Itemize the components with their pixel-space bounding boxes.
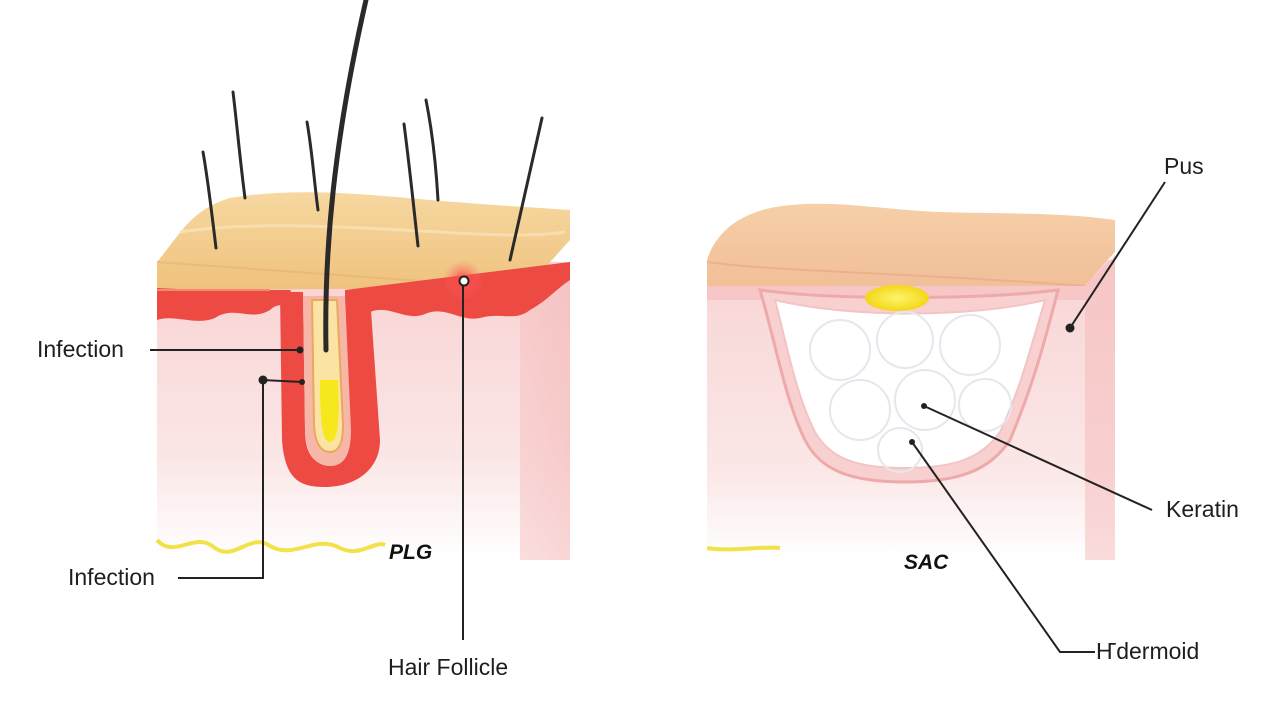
left-inflamed-layer [157,288,298,321]
keratin-mass [773,298,1047,470]
leader-keratin [923,405,1153,511]
label-pus: Pus [1164,153,1204,179]
label-infection-upper: Infection [37,336,124,362]
label-infection-lower: Infection [68,564,155,590]
main-hair [323,0,369,353]
label-epidermoid: Ҥdermoid [1096,638,1200,664]
label-keratin: Keratin [1166,496,1239,522]
leader-lines [150,181,1166,653]
left-side-face [520,262,570,560]
leader-dots [258,323,1075,445]
hairs [201,0,544,353]
leader-infection-lower [178,378,303,579]
pus-blob [865,285,929,311]
right-epidermis-top [707,203,1115,286]
hair-follicle-shaft [280,292,380,487]
label-sac: SAC [904,551,949,574]
leader-epidermoid [911,441,1095,653]
right-fat-line [706,545,781,552]
right-side-face [1085,255,1115,560]
left-fat-line [155,538,386,554]
label-plg: PLG [389,541,433,564]
leader-pus [1069,181,1166,329]
hair-follicle-marker [458,275,470,287]
follicle-pus [320,380,339,442]
keratin-cells [809,311,1012,473]
right-skin-block [706,203,1115,560]
left-skin-block [155,0,570,560]
label-hair-follicle: Hair Follicle [388,654,509,680]
